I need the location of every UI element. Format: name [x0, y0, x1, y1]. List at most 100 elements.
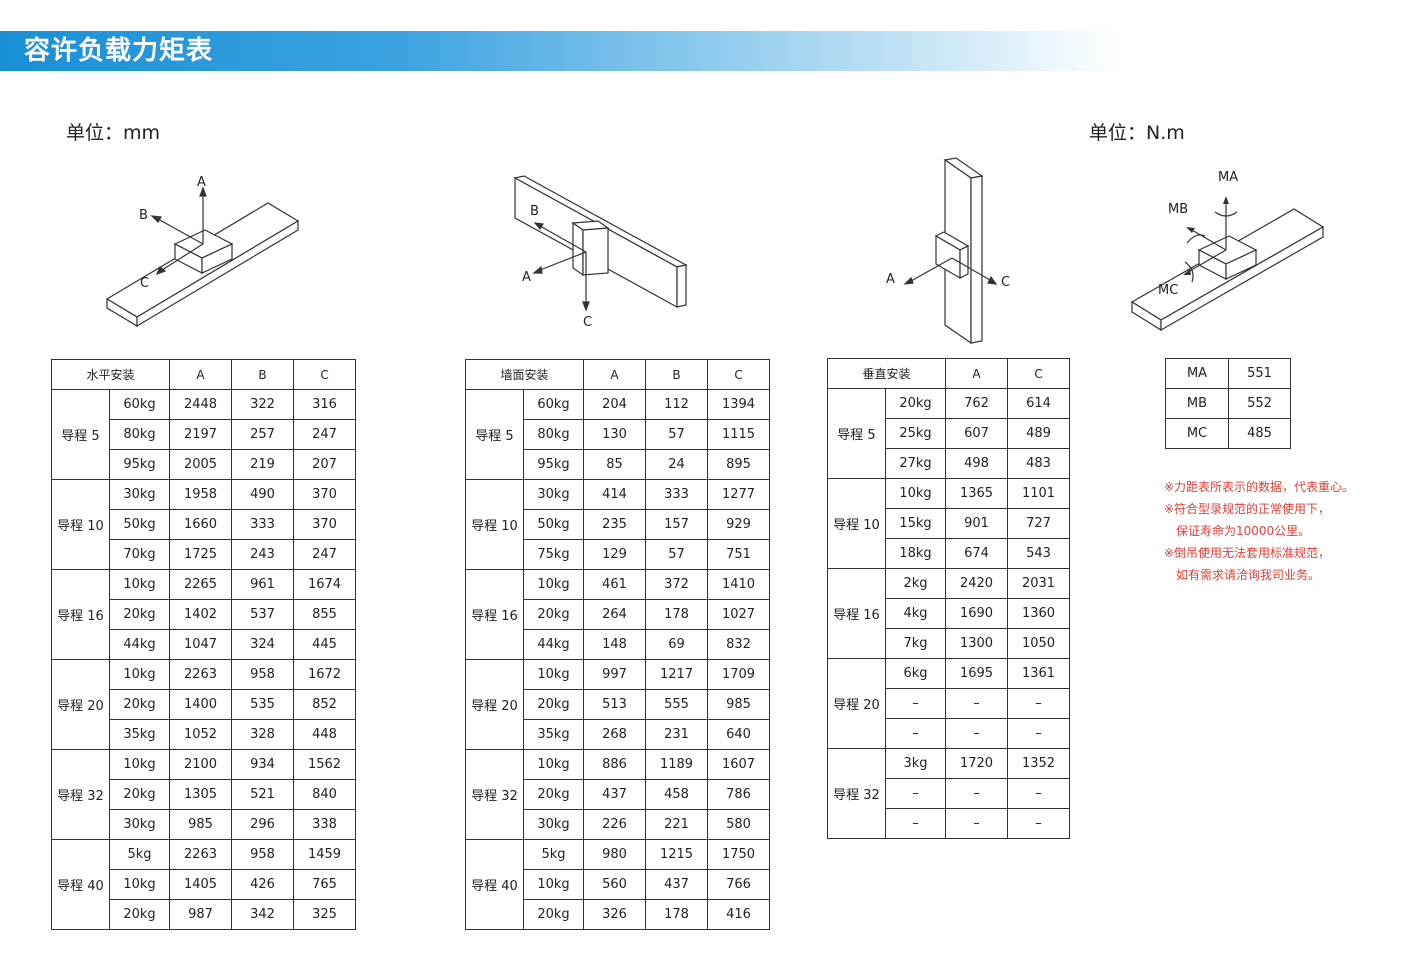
table-cell: 5kg — [522, 839, 585, 870]
table-row: ––– — [828, 778, 1071, 809]
table-cell: 10kg — [522, 869, 585, 900]
table-cell: 24 — [645, 449, 709, 480]
table-cell: 1277 — [707, 479, 771, 510]
column-header: 墙面安装 — [464, 359, 585, 390]
lead-group-label: 导程 32 — [827, 748, 886, 839]
table-cell: 1720 — [945, 748, 1009, 779]
table-cell: 204 — [583, 389, 647, 420]
lead-group-label: 导程 5 — [465, 389, 524, 480]
table-cell: 1300 — [945, 628, 1009, 659]
table-cell: – — [1007, 778, 1071, 809]
table-cell: 6kg — [884, 658, 947, 689]
table-cell: 560 — [583, 869, 647, 900]
table-cell: 1709 — [707, 659, 771, 690]
table-cell: 751 — [707, 539, 771, 570]
table-cell: 15kg — [884, 508, 947, 539]
table-cell: – — [945, 688, 1009, 719]
table-cell: 1215 — [645, 839, 709, 870]
table-cell: 10kg — [522, 659, 585, 690]
table-cell: 1660 — [169, 509, 233, 540]
notes: ※力距表所表示的数据，代表重心。 ※符合型录规范的正常使用下， 保证寿命为100… — [1164, 476, 1354, 586]
table-cell: 25kg — [884, 418, 947, 449]
column-header: A — [945, 358, 1009, 389]
table-cell: 10kg — [108, 869, 171, 900]
table-cell: 1305 — [169, 779, 233, 810]
table-cell: 10kg — [522, 749, 585, 780]
table-cell: 35kg — [108, 719, 171, 750]
column-header: C — [1007, 358, 1071, 389]
table-cell: 1607 — [707, 749, 771, 780]
table-cell: 50kg — [108, 509, 171, 540]
table-cell: – — [884, 808, 947, 839]
table-cell: – — [1007, 808, 1071, 839]
table-cell: 855 — [293, 599, 357, 630]
table-cell: 1361 — [1007, 658, 1071, 689]
table-cell: 324 — [231, 629, 295, 660]
table-cell: 901 — [945, 508, 1009, 539]
table-cell: 112 — [645, 389, 709, 420]
table-cell: 1052 — [169, 719, 233, 750]
table-cell: 325 — [293, 899, 357, 930]
table-cell: 674 — [945, 538, 1009, 569]
table-cell: 1405 — [169, 869, 233, 900]
table-cell: 2265 — [169, 569, 233, 600]
table-cell: 30kg — [522, 479, 585, 510]
table-cell: 27kg — [884, 448, 947, 479]
table-cell: 426 — [231, 869, 295, 900]
table-cell: 2263 — [169, 839, 233, 870]
table-cell: 1352 — [1007, 748, 1071, 779]
table-cell: – — [1007, 718, 1071, 749]
lead-group-label: 导程 16 — [51, 569, 110, 660]
table-cell: 980 — [583, 839, 647, 870]
table-cell: 333 — [231, 509, 295, 540]
lead-group-label: 导程 10 — [51, 479, 110, 570]
note-line: ※符合型录规范的正常使用下， — [1164, 502, 1331, 516]
table-cell: 448 — [293, 719, 357, 750]
table-cell: 247 — [293, 419, 357, 450]
table-cell: 95kg — [108, 449, 171, 480]
note-line: ※力距表所表示的数据，代表重心。 — [1164, 480, 1355, 494]
vertical-mount-diagram: A C — [886, 157, 1010, 345]
table-cell: 1360 — [1007, 598, 1071, 629]
table-cell: 20kg — [108, 689, 171, 720]
table-cell: – — [945, 778, 1009, 809]
table-cell: 461 — [583, 569, 647, 600]
table-cell: 219 — [231, 449, 295, 480]
table-cell: 886 — [583, 749, 647, 780]
column-header: B — [231, 359, 295, 390]
table-cell: 243 — [231, 539, 295, 570]
column-header: A — [169, 359, 233, 390]
lead-group-label: 导程 16 — [827, 568, 886, 659]
table-cell: 20kg — [522, 689, 585, 720]
table-cell: – — [884, 718, 947, 749]
table-cell: 958 — [231, 839, 295, 870]
moment-value: 485 — [1228, 418, 1291, 449]
lead-group-label: 导程 32 — [465, 749, 524, 840]
column-header: A — [583, 359, 647, 390]
table-cell: 1672 — [293, 659, 357, 690]
table-cell: 985 — [169, 809, 233, 840]
table-cell: 437 — [583, 779, 647, 810]
table-cell: 57 — [645, 539, 709, 570]
table-cell: 458 — [645, 779, 709, 810]
moment-name: MC — [1165, 418, 1229, 449]
table-cell: 521 — [231, 779, 295, 810]
table-cell: 414 — [583, 479, 647, 510]
table-cell: 44kg — [108, 629, 171, 660]
